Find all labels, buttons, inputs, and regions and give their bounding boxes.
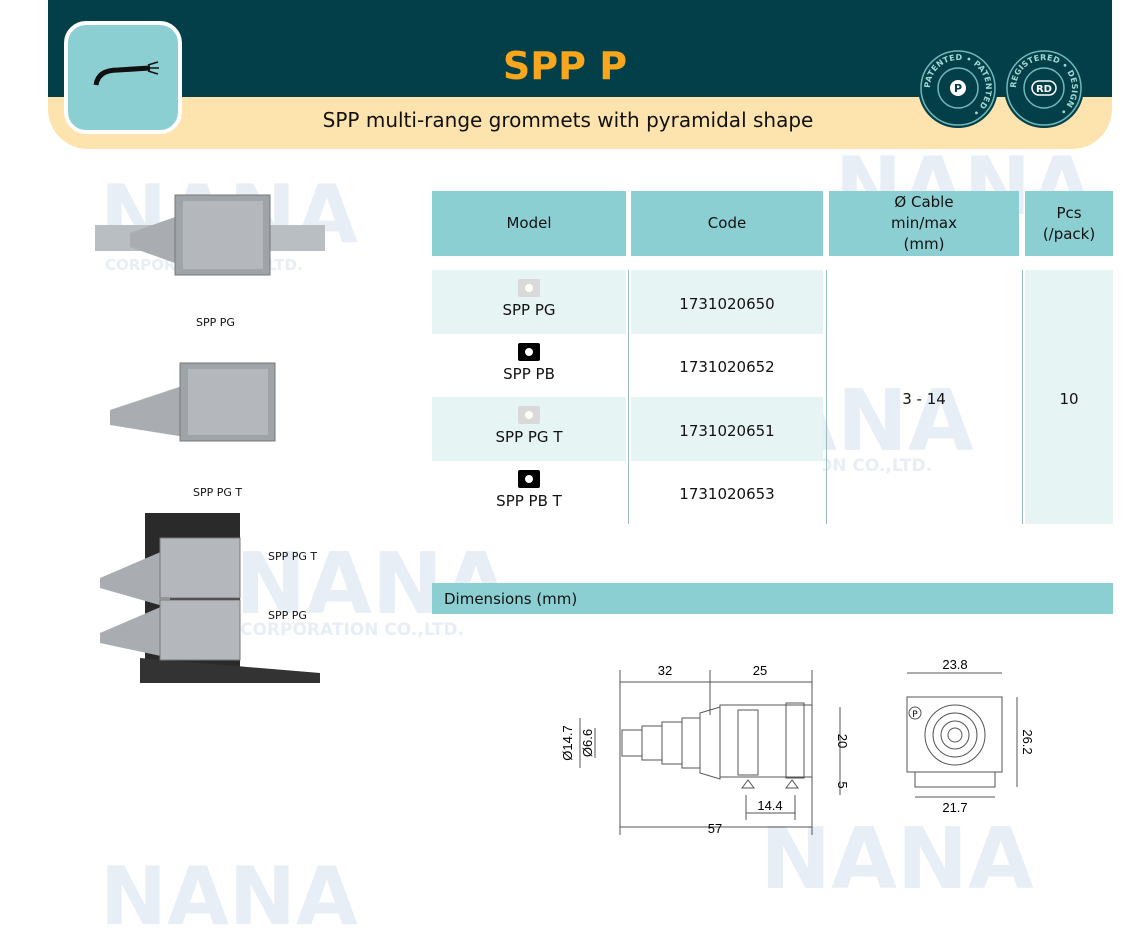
code-cell: 1731020650 <box>679 295 775 313</box>
color-swatch <box>518 406 540 424</box>
col-header-pcs: Pcs (/pack) <box>1025 191 1113 256</box>
dim-d14-7: Ø14.7 <box>560 725 575 760</box>
col-header-model: Model <box>432 191 626 256</box>
cable-range-cell: 3 - 14 <box>902 390 946 408</box>
badge-center: P <box>954 82 962 95</box>
color-swatch <box>518 343 540 361</box>
patented-badge: PATENTED • PATENTED • P <box>918 48 998 128</box>
registered-design-seal-icon: REGISTERED • DESIGN • RD <box>1006 50 1082 126</box>
code-cell: 1731020651 <box>679 422 775 440</box>
code-cell: 1731020653 <box>679 485 775 503</box>
model-cell: SPP PG <box>502 301 556 319</box>
watermark: CORPORATION CO.,LTD. <box>240 620 465 640</box>
table-row: SPP PB <box>432 343 626 383</box>
divider <box>826 270 827 524</box>
model-cell: SPP PB T <box>496 492 562 510</box>
product-label: SPP PG T <box>193 486 243 499</box>
dim-26-2: 26.2 <box>1020 729 1035 754</box>
watermark: NANA <box>100 850 358 943</box>
product-label: SPP PG <box>268 609 307 622</box>
table-body <box>1025 270 1113 524</box>
page-title: SPP P <box>502 44 628 88</box>
front-dimension-drawing: 23.8 26.2 21.7 P <box>906 657 1035 815</box>
model-cell: SPP PB <box>503 365 555 383</box>
dim-14-4: 14.4 <box>757 798 782 813</box>
product-image-assembly <box>100 513 320 683</box>
col-header-cable: Ø Cable min/max (mm) <box>829 191 1019 256</box>
col-header-code: Code <box>631 191 823 256</box>
product-label: SPP PG <box>196 316 235 329</box>
dim-21-7: 21.7 <box>942 800 967 815</box>
table-row: SPP PB T <box>432 470 626 510</box>
dim-32: 32 <box>658 663 672 678</box>
dim-25: 25 <box>753 663 767 678</box>
dim-57: 57 <box>708 821 722 836</box>
product-label: SPP PG T <box>268 550 318 563</box>
color-swatch <box>518 470 540 488</box>
dim-5: 5 <box>835 781 850 788</box>
cable-icon <box>93 61 159 86</box>
dim-20: 20 <box>835 734 850 748</box>
divider <box>1022 270 1023 524</box>
patent-mark: P <box>912 710 918 720</box>
product-image-spp-pg-t <box>110 362 276 442</box>
dim-d6-6: Ø6.6 <box>580 729 595 757</box>
table-row: SPP PG T <box>432 406 626 446</box>
side-dimension-drawing: 32 25 Ø14.7 Ø6.6 20 5 14.4 57 <box>560 663 850 836</box>
table-row: SPP PG <box>432 279 626 319</box>
color-swatch <box>518 279 540 297</box>
patented-seal-icon: PATENTED • PATENTED • P <box>920 50 996 126</box>
model-cell: SPP PG T <box>495 428 563 446</box>
cable-logo <box>64 21 182 134</box>
table-row-stripe <box>432 334 823 397</box>
dimensions-header: Dimensions (mm) <box>432 583 1113 614</box>
dim-23-8: 23.8 <box>942 657 967 672</box>
badge-center: RD <box>1036 84 1052 95</box>
divider <box>628 270 629 524</box>
page-subtitle: SPP multi-range grommets with pyramidal … <box>322 108 814 132</box>
registered-design-badge: REGISTERED • DESIGN • RD <box>1004 48 1084 128</box>
product-image-spp-pg-on-cable <box>95 194 325 276</box>
code-cell: 1731020652 <box>679 358 775 376</box>
table-row-stripe <box>432 461 823 524</box>
pcs-cell: 10 <box>1059 390 1079 408</box>
